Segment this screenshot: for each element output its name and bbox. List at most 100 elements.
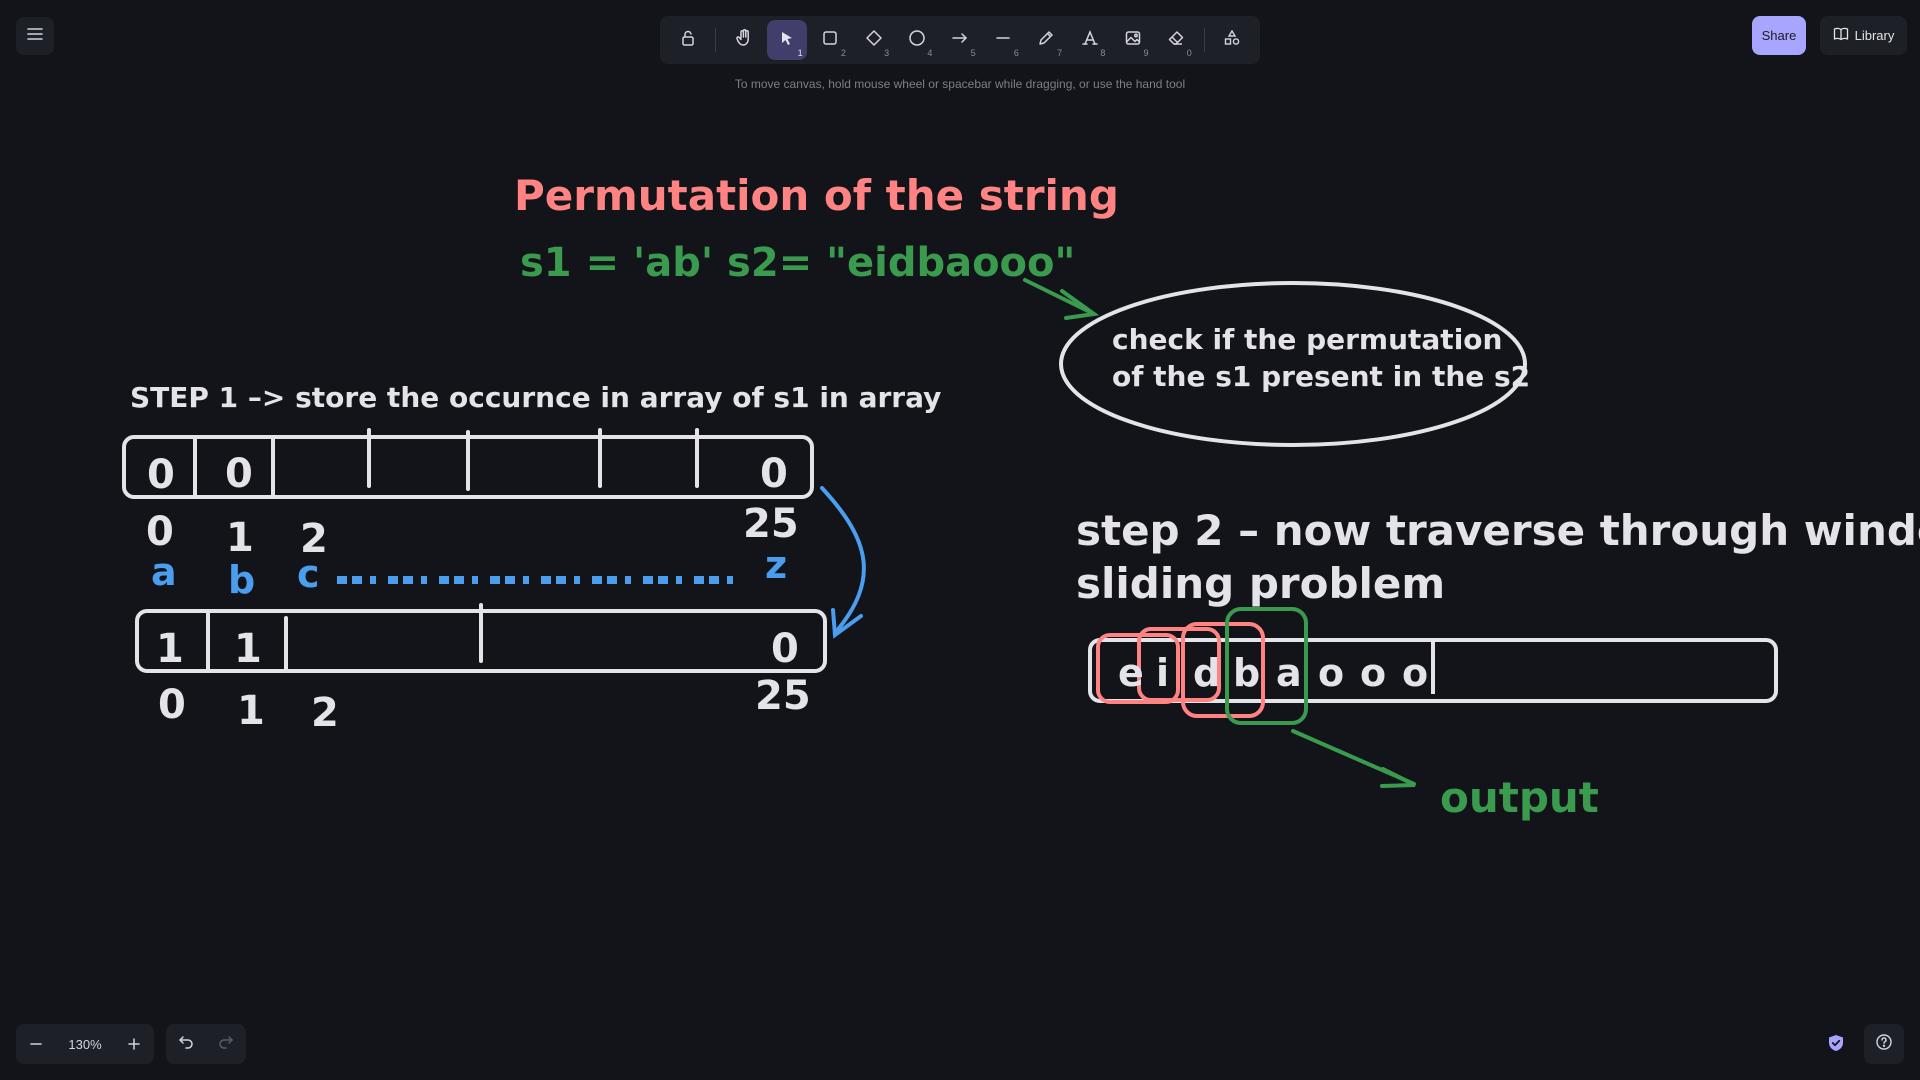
letter-a: a bbox=[151, 550, 177, 594]
array1-index-25: 25 bbox=[743, 501, 799, 547]
array1-cell-25: 0 bbox=[760, 451, 788, 497]
library-label: Library bbox=[1854, 28, 1895, 43]
image-icon bbox=[1124, 29, 1142, 52]
redo-icon bbox=[219, 1035, 233, 1049]
main-menu-button[interactable] bbox=[16, 17, 54, 55]
title-text: Permutation of the string bbox=[514, 171, 1119, 220]
zoom-out-button[interactable] bbox=[24, 1032, 48, 1056]
shortcut-key: 5 bbox=[970, 48, 976, 58]
shortcut-key: 1 bbox=[797, 48, 803, 58]
step2-text-line2: sliding problem bbox=[1076, 559, 1445, 608]
arrow-to-output bbox=[1291, 729, 1416, 788]
pencil-icon bbox=[1037, 29, 1055, 52]
ellipse-text-line2: of the s1 present in the s2 bbox=[1112, 360, 1530, 393]
text-icon bbox=[1081, 29, 1099, 52]
arrow-icon bbox=[951, 29, 969, 52]
circle-icon bbox=[908, 29, 926, 52]
zoom-level[interactable]: 130% bbox=[68, 1036, 102, 1052]
array2-index-1: 1 bbox=[237, 688, 265, 734]
array1-index-2: 2 bbox=[300, 516, 328, 562]
eraser-tool[interactable]: 0 bbox=[1157, 20, 1196, 60]
array2-cell-0: 1 bbox=[156, 626, 184, 672]
eraser-icon bbox=[1167, 29, 1185, 52]
curved-arrow bbox=[820, 486, 866, 639]
shortcut-key: 9 bbox=[1143, 48, 1149, 58]
lock-tool[interactable] bbox=[668, 20, 707, 60]
toolbar: 1 2 3 4 5 6 7 8 9 0 bbox=[660, 16, 1260, 64]
array1-index-0: 0 bbox=[146, 509, 174, 555]
s2-char: o bbox=[1402, 651, 1428, 695]
shortcut-key: 7 bbox=[1057, 48, 1063, 58]
shield-check-icon bbox=[1826, 1033, 1846, 1058]
share-button[interactable]: Share bbox=[1752, 16, 1806, 55]
library-button[interactable]: Library bbox=[1820, 16, 1907, 55]
letter-c: c bbox=[297, 552, 320, 596]
arrow-to-ellipse bbox=[1023, 278, 1100, 320]
hand-icon bbox=[734, 28, 754, 53]
shortcut-key: 6 bbox=[1013, 48, 1019, 58]
extra-tools-button[interactable] bbox=[1213, 20, 1252, 60]
zoom-in-button[interactable] bbox=[122, 1032, 146, 1056]
array2-cell-25: 0 bbox=[771, 626, 799, 672]
shortcut-key: 0 bbox=[1186, 48, 1192, 58]
line-tool[interactable]: 6 bbox=[984, 20, 1023, 60]
letter-b: b bbox=[228, 558, 255, 602]
array2-index-0: 0 bbox=[158, 682, 186, 728]
array2 bbox=[135, 603, 827, 673]
red-windows bbox=[1096, 622, 1265, 718]
array1-index-1: 1 bbox=[226, 515, 254, 561]
s2-char: i bbox=[1156, 651, 1169, 695]
draw-tool[interactable]: 7 bbox=[1027, 20, 1066, 60]
shapes-icon bbox=[1223, 29, 1241, 52]
diamond-tool[interactable]: 3 bbox=[854, 20, 893, 60]
array1 bbox=[122, 428, 814, 499]
shortcut-key: 2 bbox=[840, 48, 846, 58]
book-icon bbox=[1833, 26, 1849, 45]
s2-char: o bbox=[1360, 651, 1386, 695]
encryption-badge[interactable] bbox=[1822, 1031, 1850, 1059]
selection-tool[interactable]: 1 bbox=[767, 20, 807, 60]
s2-char: o bbox=[1318, 651, 1344, 695]
ellipse-text-line1: check if the permutation bbox=[1112, 323, 1502, 356]
text-tool[interactable]: 8 bbox=[1070, 20, 1109, 60]
s2-char: e bbox=[1118, 651, 1144, 695]
subtitle-text: s1 = 'ab' s2= "eidbaooo" bbox=[520, 240, 1075, 286]
s2-array-box bbox=[1088, 638, 1778, 703]
redo-button[interactable] bbox=[217, 1033, 235, 1056]
array2-index-2: 2 bbox=[311, 690, 339, 736]
shortcut-key: 4 bbox=[927, 48, 933, 58]
ellipse-tool[interactable]: 4 bbox=[897, 20, 936, 60]
diamond-icon bbox=[865, 29, 883, 52]
help-icon bbox=[1875, 1033, 1893, 1056]
rectangle-icon bbox=[821, 29, 839, 52]
s2-char: b bbox=[1233, 651, 1260, 695]
pointer-icon bbox=[779, 30, 795, 51]
rectangle-tool[interactable]: 2 bbox=[811, 20, 850, 60]
history-controls bbox=[166, 1024, 246, 1064]
ellipse-shape bbox=[1059, 281, 1527, 447]
undo-button[interactable] bbox=[177, 1033, 195, 1056]
s2-char: a bbox=[1276, 651, 1302, 695]
step1-text: STEP 1 –> store the occurnce in array of… bbox=[130, 381, 941, 414]
array1-cell-0: 0 bbox=[147, 452, 175, 498]
zoom-controls: 130% bbox=[16, 1024, 154, 1064]
array1-cell-1: 0 bbox=[225, 451, 253, 497]
line-icon bbox=[994, 29, 1012, 52]
shortcut-key: 8 bbox=[1100, 48, 1106, 58]
arrow-tool[interactable]: 5 bbox=[940, 20, 979, 60]
canvas-hint: To move canvas, hold mouse wheel or spac… bbox=[734, 77, 1186, 91]
step2-text-line1: step 2 – now traverse through window bbox=[1076, 506, 1920, 555]
array2-cell-1: 1 bbox=[234, 626, 262, 672]
hamburger-icon bbox=[26, 27, 44, 46]
output-text: output bbox=[1440, 773, 1599, 822]
letter-z: z bbox=[765, 543, 787, 587]
hand-tool[interactable] bbox=[724, 20, 763, 60]
image-tool[interactable]: 9 bbox=[1113, 20, 1152, 60]
help-button[interactable] bbox=[1864, 1024, 1904, 1064]
s2-char: d bbox=[1193, 651, 1220, 695]
undo-icon bbox=[179, 1035, 193, 1049]
shortcut-key: 3 bbox=[884, 48, 890, 58]
green-window bbox=[1225, 607, 1308, 725]
